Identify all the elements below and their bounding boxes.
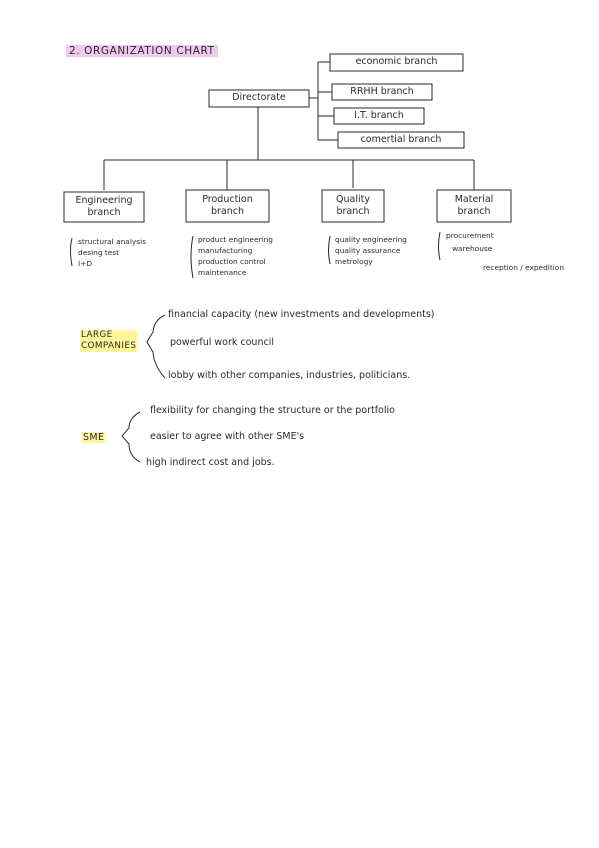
quality-branch-box	[321, 189, 385, 223]
rrhh-branch-label: RRHH branch	[350, 86, 414, 97]
list-item: warehouse	[452, 244, 493, 253]
list-item: I+D	[78, 259, 93, 268]
list-item: structural analysis	[78, 237, 147, 246]
material-branch-box	[436, 189, 512, 223]
list-item: maintenance	[198, 268, 247, 277]
list-item: reception / expedition	[483, 263, 565, 272]
production-branch-box	[185, 189, 270, 223]
large-point-financial: financial capacity (new investments and …	[168, 309, 435, 320]
comertial-branch-label: comertial branch	[360, 134, 442, 145]
it-branch-label: I.T. branch	[354, 110, 404, 121]
economic-branch-box	[329, 53, 464, 72]
engineering-branch-box	[63, 191, 145, 223]
rrhh-branch-box	[331, 83, 433, 101]
list-item: quality engineering	[335, 235, 407, 244]
list-item: desing test	[78, 248, 120, 257]
page-title: 2. ORGANIZATION CHART	[66, 45, 218, 57]
list-item: production control	[198, 257, 266, 266]
list-item: quality assurance	[335, 246, 401, 255]
comertial-branch-box	[337, 131, 465, 149]
large-point-council: powerful work council	[170, 337, 274, 348]
sme-point-cost: high indirect cost and jobs.	[146, 457, 275, 468]
sme-point-flexibility: flexibility for changing the structure o…	[150, 405, 395, 416]
list-item: product engineering	[198, 235, 273, 244]
list-item: metrology	[335, 257, 373, 266]
directorate-label: Directorate	[232, 92, 286, 103]
sme-point-agree: easier to agree with other SME's	[150, 431, 305, 442]
large-point-lobby: lobby with other companies, industries, …	[168, 370, 411, 381]
list-item: manufacturing	[198, 246, 253, 255]
sme-label: SME	[82, 432, 106, 443]
it-branch-box	[333, 107, 425, 125]
list-item: procurement	[446, 231, 494, 240]
economic-branch-label: economic branch	[355, 56, 438, 67]
